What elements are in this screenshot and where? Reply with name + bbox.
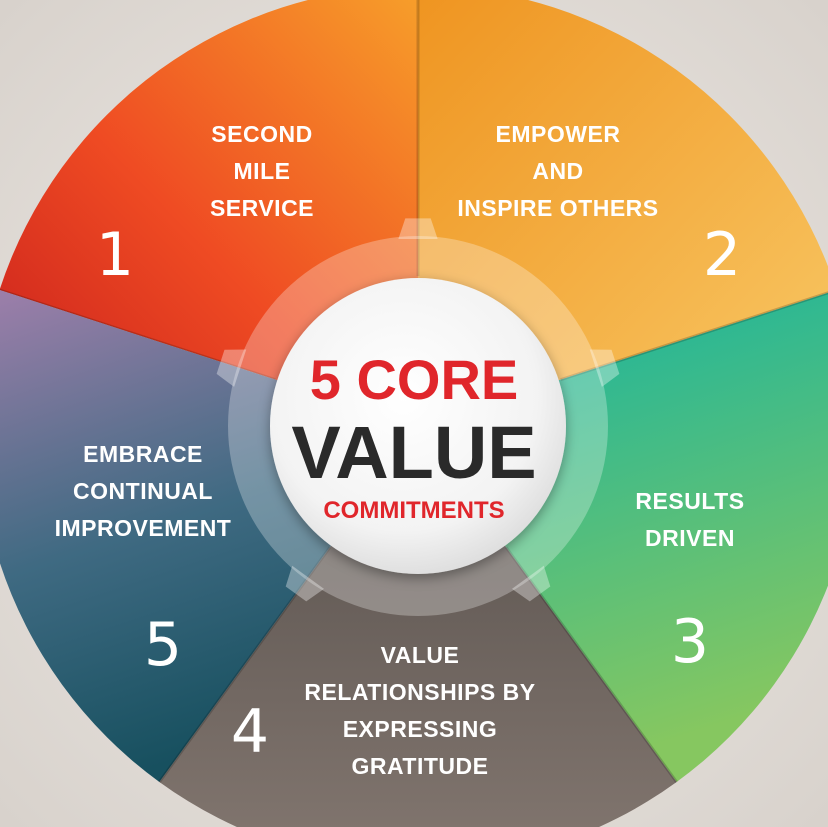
gear-tooth-4 <box>512 565 551 602</box>
gear-tooth-2 <box>398 218 438 240</box>
segment-2-label-line-2: AND <box>532 158 583 184</box>
labels-layer: SECOND MILE SERVICE 1 EMPOWER AND INSPIRE OTHE… <box>55 121 744 779</box>
segment-3-number: 3 <box>671 607 709 677</box>
segment-divider-4 <box>504 546 678 783</box>
segment-3-label-line-1: RESULTS <box>635 488 744 514</box>
center-disc <box>270 278 566 574</box>
segment-5-label-line-1: EMBRACE <box>83 441 203 467</box>
segment-5-label-line-2: CONTINUAL <box>73 478 213 504</box>
segment-divider-5 <box>158 546 332 783</box>
segment-1-label-line-1: SECOND <box>211 121 312 147</box>
segment-1-label-line-3: SERVICE <box>210 195 314 221</box>
segment-2-label-line-3: INSPIRE OTHERS <box>457 195 658 221</box>
segment-2-label-line-1: EMPOWER <box>496 121 621 147</box>
segment-1-number: 1 <box>96 220 134 290</box>
segment-4-label-line-3: EXPRESSING <box>343 716 498 742</box>
gear-tooth-3 <box>589 349 620 387</box>
segment-4-number: 4 <box>231 697 269 767</box>
segment-4-label-line-4: GRATITUDE <box>352 753 489 779</box>
segment-4-label-line-2: RELATIONSHIPS BY <box>304 679 535 705</box>
center-title-line2: VALUE <box>291 411 536 494</box>
segment-4-label-line-1: VALUE <box>381 642 460 668</box>
segment-5-number: 5 <box>144 610 182 680</box>
segment-5-label-line-3: IMPROVEMENT <box>55 515 232 541</box>
segment-divider-3 <box>560 291 828 382</box>
center-title-line3: COMMITMENTS <box>323 497 504 524</box>
segment-1-label-line-2: MILE <box>234 158 291 184</box>
segment-4 <box>159 426 677 827</box>
gear-tooth-1 <box>216 349 247 387</box>
center-title-line1: 5 CORE <box>310 348 519 411</box>
segment-1 <box>0 0 418 426</box>
segment-3-label-line-2: DRIVEN <box>645 525 735 551</box>
segment-2-number: 2 <box>703 220 741 290</box>
gear-tooth-5 <box>285 565 324 602</box>
